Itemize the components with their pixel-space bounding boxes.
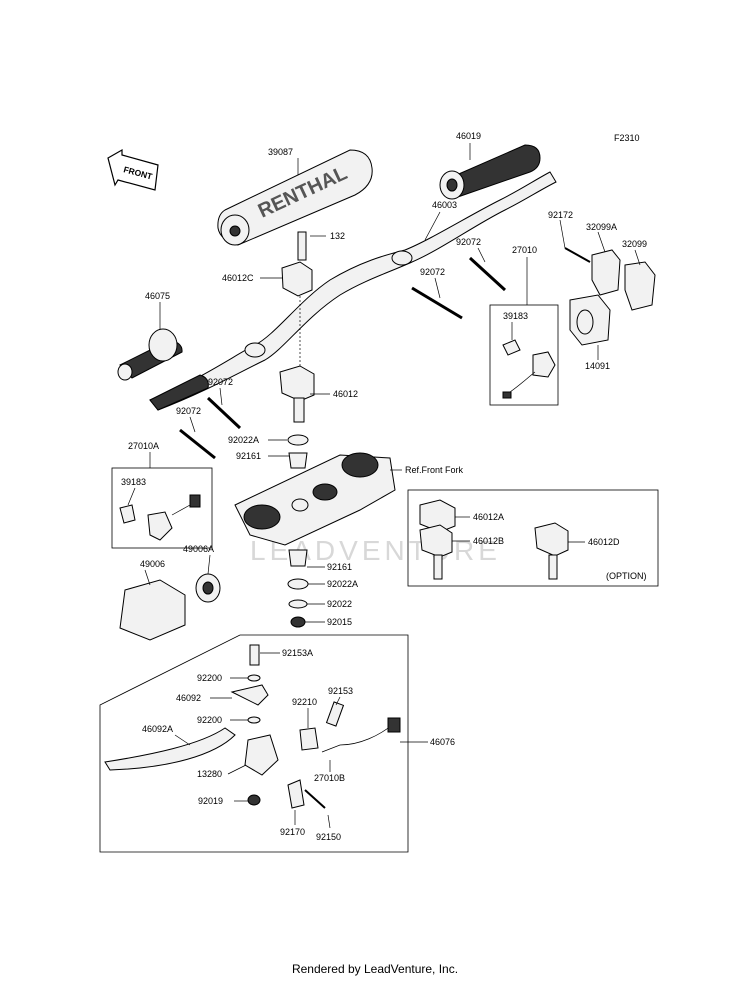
label-46012C: 46012C	[222, 273, 254, 283]
washer-92022	[288, 599, 308, 609]
damper-92161-bot	[288, 549, 308, 567]
front-arrow-icon: FRONT	[107, 148, 159, 191]
bar-pad-39087: RENTHAL	[217, 149, 373, 246]
label-27010B: 27010B	[314, 773, 345, 783]
label-46012: 46012	[333, 389, 358, 399]
label-92015: 92015	[327, 617, 352, 627]
label-92172: 92172	[548, 210, 573, 220]
label-46012D: 46012D	[588, 537, 620, 547]
label-32099A: 32099A	[586, 222, 617, 232]
bar-ties	[179, 256, 507, 460]
label-132: 132	[330, 231, 345, 241]
lever-assembly	[104, 644, 401, 809]
label-92153A: 92153A	[282, 648, 313, 658]
right-grip-46019	[439, 144, 541, 200]
switch-27010	[502, 339, 556, 399]
option-box	[407, 489, 659, 587]
label-92022A-bot: 92022A	[327, 579, 358, 589]
clamp-46012C	[281, 231, 313, 297]
label-92161-bot: 92161	[327, 562, 352, 572]
label-14091: 14091	[585, 361, 610, 371]
label-39183-a: 39183	[503, 311, 528, 321]
part-labels: 39087 46019 132 46003 46012C 92172 32099…	[121, 131, 647, 842]
label-92161-top: 92161	[236, 451, 261, 461]
handlebar-46003	[149, 171, 557, 411]
nut-92015	[290, 616, 306, 628]
label-92019: 92019	[198, 796, 223, 806]
damper-92161-top	[288, 452, 308, 469]
option-holders	[419, 499, 569, 580]
label-92153: 92153	[328, 686, 353, 696]
triple-clamp	[234, 452, 396, 546]
switch-box-27010A	[111, 467, 213, 549]
throttle-49006	[119, 573, 221, 641]
label-92022A-top: 92022A	[228, 435, 259, 445]
option-label: (OPTION)	[606, 571, 647, 581]
label-92150: 92150	[316, 832, 341, 842]
ref-front-fork: Ref.Front Fork	[405, 465, 464, 475]
lever-box-46076	[99, 634, 409, 853]
switch-box-27010	[489, 304, 559, 406]
switch-27010A	[119, 494, 201, 541]
label-92072-c: 92072	[208, 377, 233, 387]
label-46076: 46076	[430, 737, 455, 747]
label-46075: 46075	[145, 291, 170, 301]
washer-92022A-top	[287, 434, 309, 446]
label-46092A: 46092A	[142, 724, 173, 734]
label-92170: 92170	[280, 827, 305, 837]
label-92210: 92210	[292, 697, 317, 707]
label-92072-b: 92072	[420, 267, 445, 277]
leader-lines	[127, 143, 641, 829]
label-46012B: 46012B	[473, 536, 504, 546]
label-39087: 39087	[268, 147, 293, 157]
washer-92022A-bot	[287, 578, 309, 590]
label-27010A: 27010A	[128, 441, 159, 451]
throttle-housing	[564, 247, 656, 346]
figure-code: F2310	[614, 133, 640, 143]
label-92022: 92022	[327, 599, 352, 609]
label-39183-b: 39183	[121, 477, 146, 487]
label-27010: 27010	[512, 245, 537, 255]
left-grip-46075	[117, 328, 209, 411]
label-46012A: 46012A	[473, 512, 504, 522]
footer-credit: Rendered by LeadVenture, Inc.	[291, 962, 459, 976]
label-32099: 32099	[622, 239, 647, 249]
label-46003: 46003	[432, 200, 457, 210]
holder-46012	[279, 296, 315, 423]
label-13280: 13280	[197, 769, 222, 779]
label-92200-a: 92200	[197, 673, 222, 683]
label-49006A: 49006A	[183, 544, 214, 554]
label-92200-b: 92200	[197, 715, 222, 725]
label-92072-a: 92072	[456, 237, 481, 247]
label-49006: 49006	[140, 559, 165, 569]
label-46019: 46019	[456, 131, 481, 141]
label-46092: 46092	[176, 693, 201, 703]
label-92072-d: 92072	[176, 406, 201, 416]
